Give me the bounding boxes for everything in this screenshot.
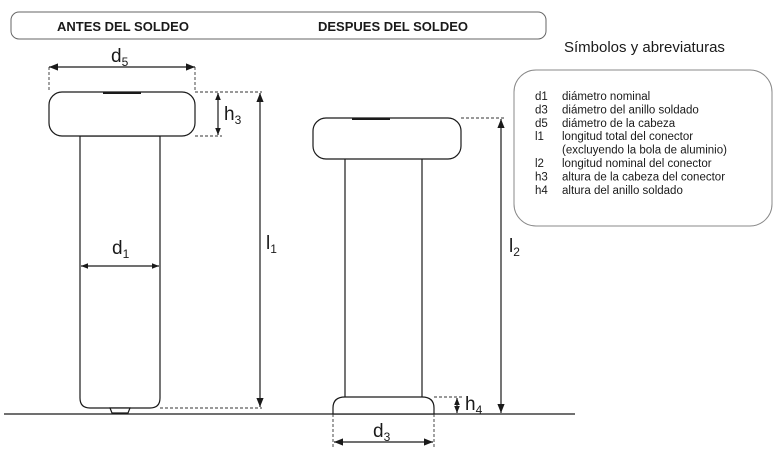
legend-row: d5 diámetro de la cabeza [535, 118, 676, 130]
legend-symbol: l1 [535, 131, 544, 143]
dimension-h4: h4 [434, 394, 483, 417]
legend-description: altura del anillo soldado [562, 185, 683, 197]
aluminium-ball [109, 407, 131, 414]
legend-row: h4 altura del anillo soldado [535, 185, 683, 197]
label-d5: d5 [111, 46, 129, 69]
legend-description: (excluyendo la bola de aluminio) [562, 145, 727, 157]
label-h4: h4 [465, 394, 483, 417]
label-d3: d3 [373, 421, 391, 444]
legend-row: d1 diámetro nominal [535, 91, 650, 103]
legend-symbol: h3 [535, 171, 548, 183]
legend-row: l1 longitud total del conector [535, 131, 693, 143]
dimension-d5: d5 [48, 46, 196, 92]
header-bar: ANTES DEL SOLDEO DESPUES DEL SOLDEO [10, 11, 547, 40]
legend-row: (excluyendo la bola de aluminio) [562, 145, 727, 157]
dimension-h3: h3 [195, 91, 242, 137]
legend-description: diámetro del anillo soldado [562, 104, 699, 116]
stud-after-welding [312, 117, 462, 415]
legend-row: d3 diámetro del anillo soldado [535, 104, 699, 116]
label-h3: h3 [224, 104, 242, 127]
legend-symbol: h4 [535, 185, 548, 197]
dimension-l2: l2 [461, 117, 520, 413]
stud-head-after [312, 117, 462, 160]
header-after-label: DESPUES DEL SOLDEO [318, 19, 468, 34]
legend-description: diámetro nominal [562, 91, 650, 103]
stud-head-before [48, 91, 196, 137]
dimension-d1: d1 [81, 238, 159, 269]
legend-description: longitud nominal del conector [562, 158, 712, 170]
legend-description: longitud total del conector [562, 131, 693, 143]
legend-symbol: d3 [535, 104, 548, 116]
stud-shank-before [79, 135, 161, 409]
legend-items: d1 diámetro nominal d3 diámetro del anillo … [535, 91, 727, 197]
stud-before-welding [48, 91, 196, 414]
legend: Símbolos y abreviaturas d1 diámetro nomin… [513, 39, 773, 227]
legend-symbol: l2 [535, 158, 544, 170]
legend-title: Símbolos y abreviaturas [564, 39, 725, 56]
legend-row: h3 altura de la cabeza del conector [535, 171, 725, 183]
label-l1: l1 [266, 233, 277, 256]
dimension-l1: l1 [160, 91, 277, 409]
legend-symbol: d5 [535, 118, 548, 130]
stud-shank-after [344, 157, 423, 399]
label-l2: l2 [509, 236, 520, 259]
legend-box [513, 69, 773, 227]
header-before-label: ANTES DEL SOLDEO [57, 19, 189, 34]
dimension-d3: d3 [332, 414, 435, 447]
legend-description: altura de la cabeza del conector [562, 171, 725, 183]
weld-ring [332, 396, 435, 415]
label-d1: d1 [112, 238, 130, 261]
legend-symbol: d1 [535, 91, 548, 103]
legend-row: l2 longitud nominal del conector [535, 158, 712, 170]
legend-description: diámetro de la cabeza [562, 118, 676, 130]
